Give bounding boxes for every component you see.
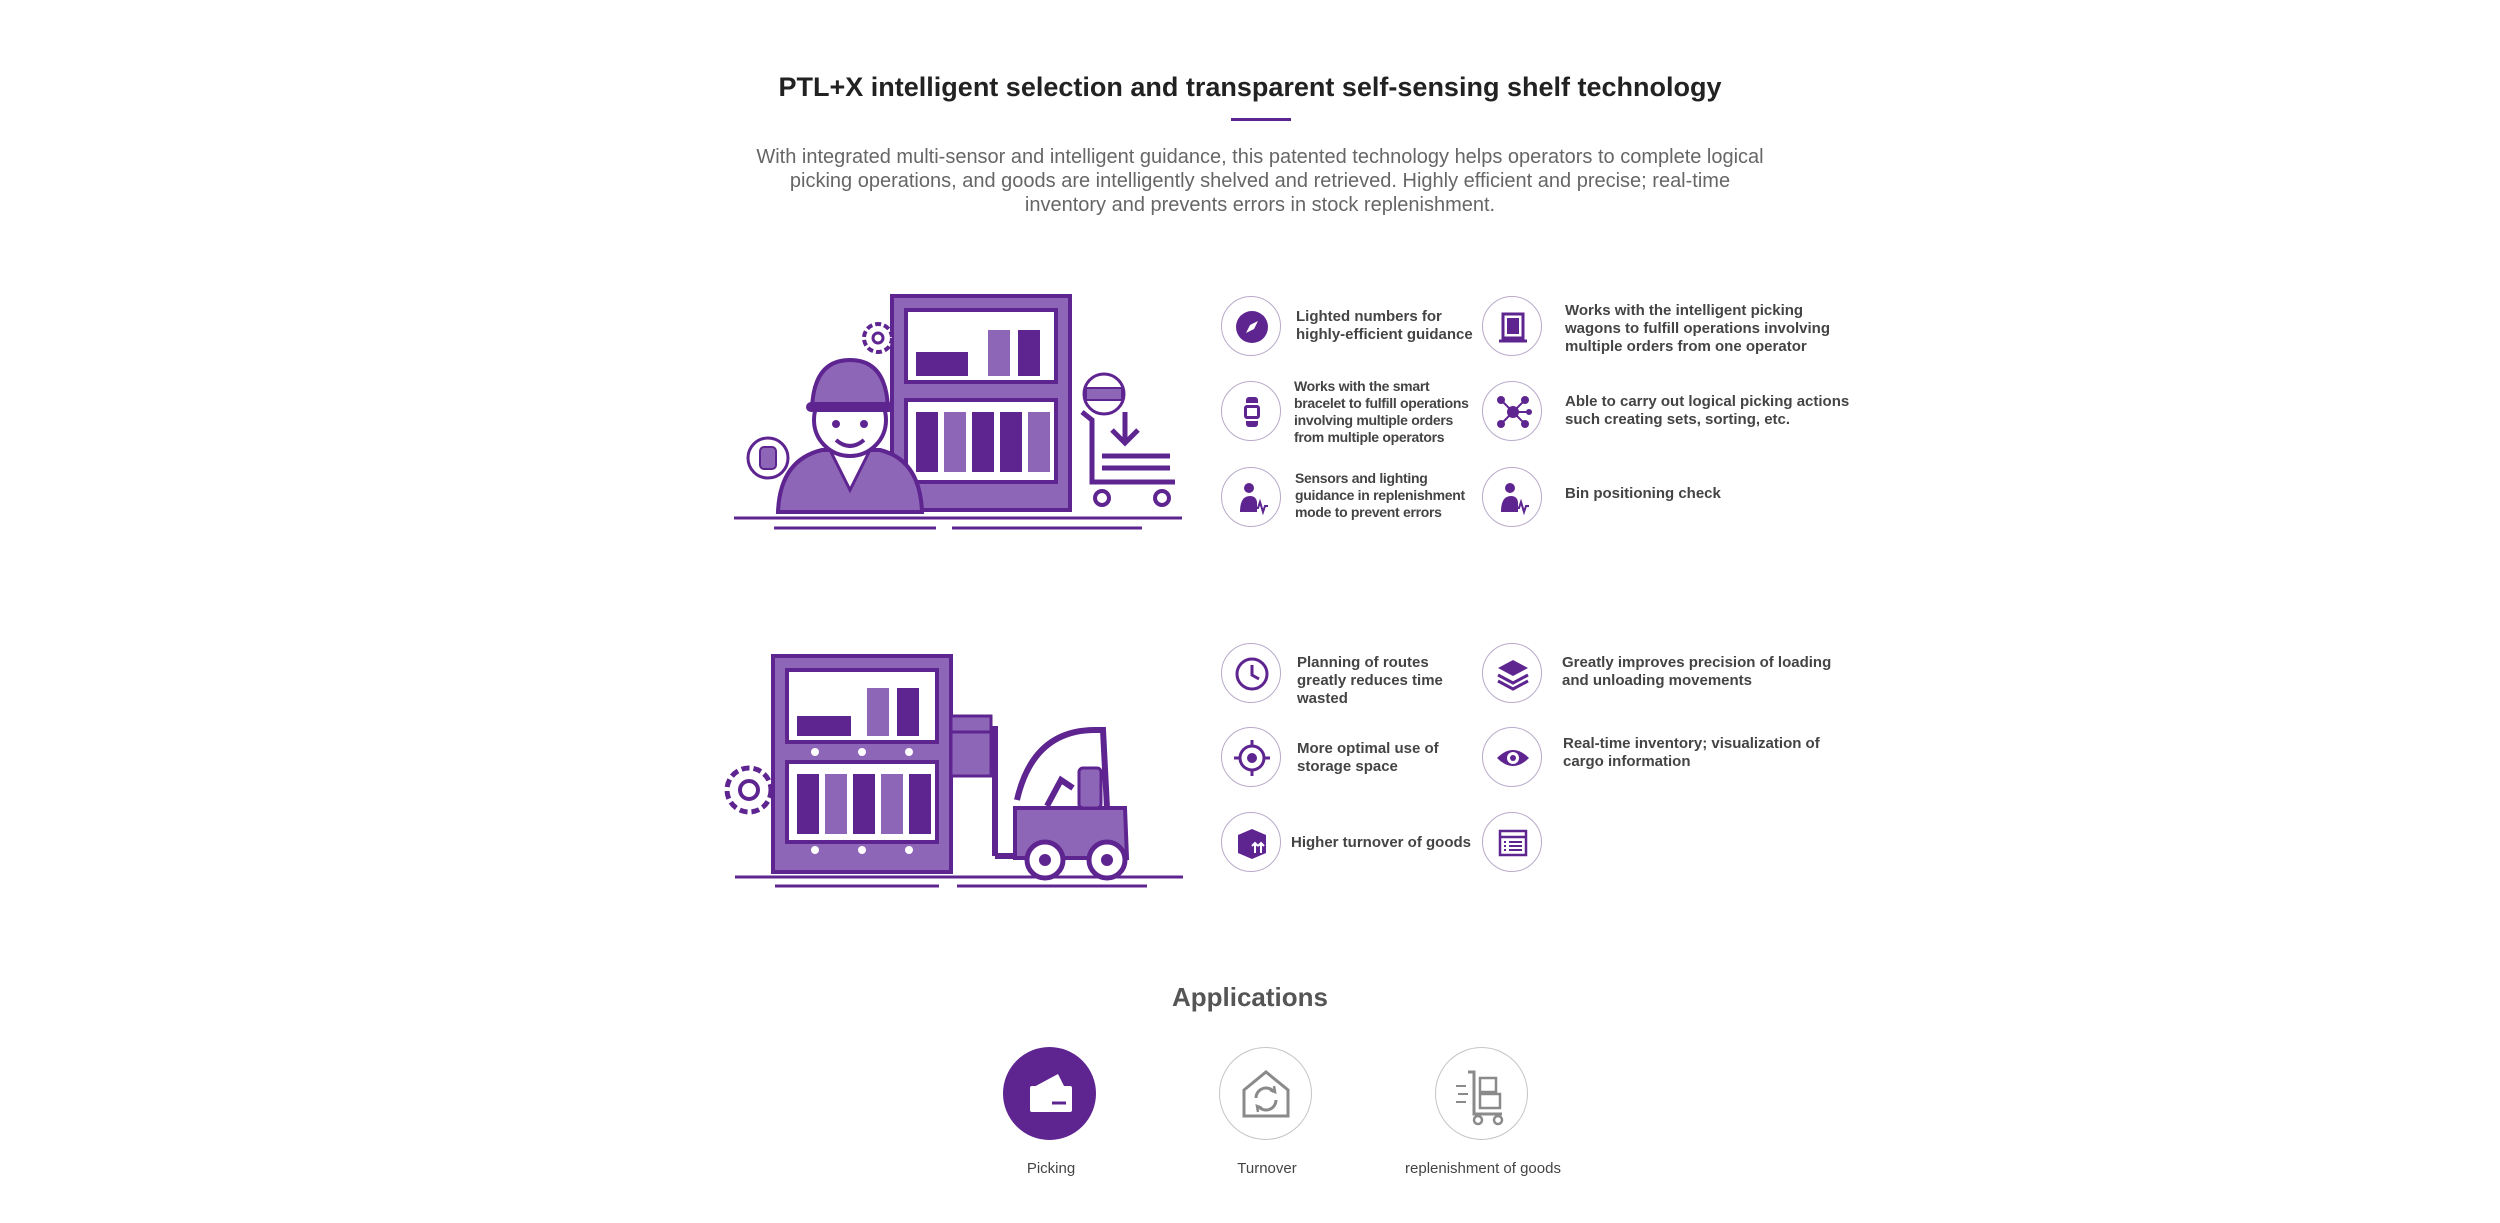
layers-icon: [1482, 643, 1542, 703]
title-underline: [1231, 118, 1291, 121]
compass-icon: [1221, 296, 1281, 356]
feature-realtime-inventory: Real-time inventory; visualization of ca…: [1563, 735, 1820, 770]
eye-icon: [1482, 727, 1542, 787]
network-icon: [1482, 381, 1542, 441]
smartwatch-icon: [1221, 381, 1281, 441]
target-icon: [1221, 727, 1281, 787]
feature-lighted-numbers: Lighted numbers for highly-efficient gui…: [1296, 308, 1473, 343]
intro-paragraph: With integrated multi-sensor and intelli…: [756, 146, 1764, 216]
list-icon: [1482, 812, 1542, 872]
person-pulse-icon: [1221, 467, 1281, 527]
feature-picking-wagons: Works with the intelligent picking wagon…: [1565, 302, 1831, 355]
app-picking-label: Picking: [1026, 1160, 1076, 1177]
cart-icon: [1456, 1070, 1504, 1126]
tablet-icon: [1482, 296, 1542, 356]
worker-shelf-illustration: [734, 294, 1182, 530]
person-pulse-icon: [1482, 467, 1542, 527]
warehouse-cycle-icon: [1242, 1070, 1290, 1118]
box-arrows-icon: [1221, 812, 1281, 872]
feature-loading-precision: Greatly improves precision of loading an…: [1562, 654, 1832, 689]
page-title: PTL+X intelligent selection and transpar…: [778, 72, 1722, 102]
clock-icon: [1221, 643, 1281, 703]
app-picking-button[interactable]: [1003, 1047, 1096, 1140]
applications-title: Applications: [1171, 982, 1328, 1012]
feature-turnover: Higher turnover of goods: [1291, 834, 1471, 851]
feature-smart-bracelet: Works with the smart bracelet to fulfill…: [1294, 378, 1469, 445]
picking-icon: [1030, 1074, 1072, 1112]
shelf-forklift-illustration: [724, 654, 1183, 888]
app-turnover-button[interactable]: [1219, 1047, 1312, 1140]
app-replenishment-label: replenishment of goods: [1405, 1160, 1561, 1177]
app-replenishment-button[interactable]: [1435, 1047, 1528, 1140]
feature-replenishment-guidance: Sensors and lighting guidance in repleni…: [1295, 470, 1465, 520]
feature-storage-space: More optimal use of storage space: [1297, 740, 1439, 775]
feature-route-planning: Planning of routes greatly reduces time …: [1297, 654, 1443, 707]
feature-bin-positioning: Bin positioning check: [1565, 485, 1721, 502]
app-turnover-label: Turnover: [1237, 1160, 1297, 1177]
feature-logical-picking: Able to carry out logical picking action…: [1565, 393, 1850, 428]
